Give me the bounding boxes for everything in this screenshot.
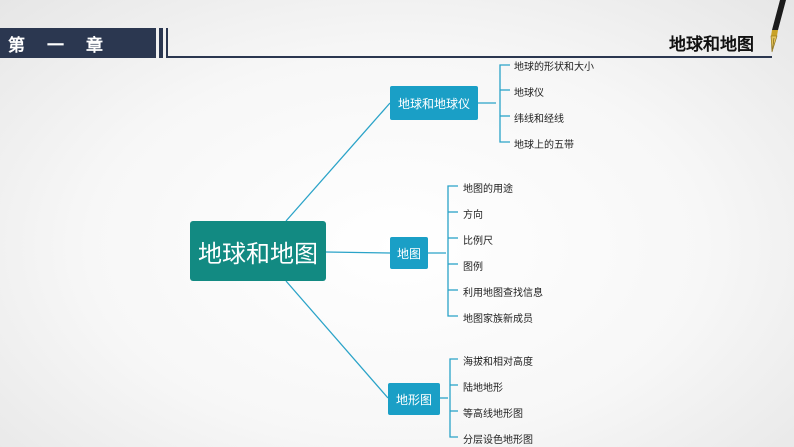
root-to-branch-connector — [285, 102, 391, 222]
chapter-bar: 第一章 — [0, 28, 156, 58]
leaf-node: 地图家族新成员 — [463, 314, 533, 325]
leaf-node: 海拔和相对高度 — [463, 357, 533, 368]
leaf-node: 等高线地形图 — [463, 409, 523, 420]
header: 第一章 地球和地图 — [0, 0, 794, 60]
leaf-node: 地球仪 — [514, 88, 544, 99]
branch-node: 地图 — [390, 237, 428, 269]
leaf-node: 方向 — [463, 210, 483, 221]
leaf-node: 利用地图查找信息 — [463, 288, 543, 299]
chapter-label: 第一章 — [8, 35, 125, 56]
topic-title: 地球和地图 — [669, 35, 754, 55]
fountain-pen-icon — [770, 0, 786, 53]
header-stripe — [159, 28, 163, 58]
leaf-node: 地图的用途 — [463, 184, 513, 195]
leaf-bracket — [449, 358, 458, 438]
leaf-node: 地球上的五带 — [514, 140, 574, 151]
root-node: 地球和地图 — [190, 221, 326, 281]
branch-node: 地球和地球仪 — [390, 86, 478, 120]
branch-node: 地形图 — [388, 383, 440, 415]
leaf-node: 比例尺 — [463, 236, 493, 247]
leaf-node: 纬线和经线 — [514, 114, 564, 125]
leaf-bracket — [447, 185, 458, 317]
root-to-branch-connector — [285, 280, 389, 399]
leaf-node: 陆地地形 — [463, 383, 503, 394]
root-to-branch-connector — [325, 251, 391, 254]
leaf-node: 图例 — [463, 262, 483, 273]
header-stripe — [166, 28, 168, 58]
leaf-node: 分层设色地形图 — [463, 435, 533, 446]
header-divider — [168, 56, 772, 58]
leaf-bracket — [499, 64, 510, 143]
leaf-node: 地球的形状和大小 — [514, 62, 594, 73]
